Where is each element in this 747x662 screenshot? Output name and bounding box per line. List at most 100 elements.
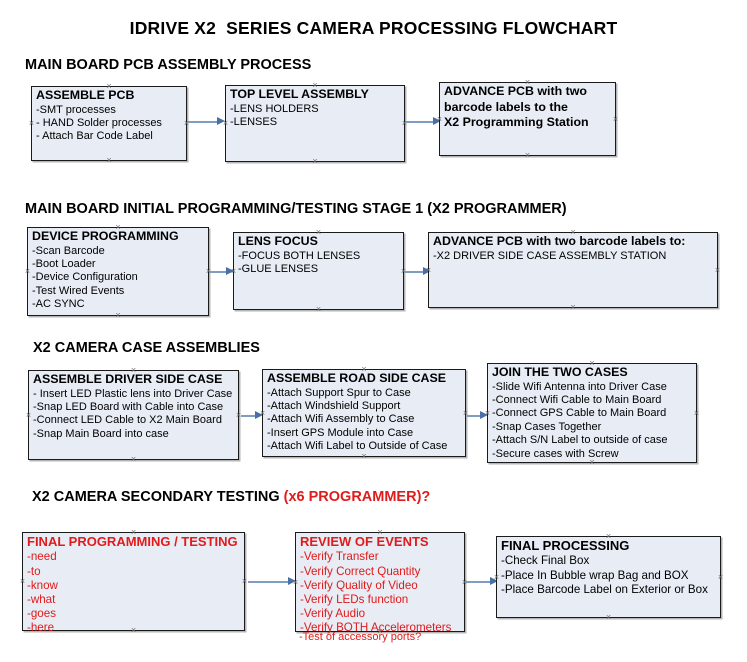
box-title: TOP LEVEL ASSEMBLY: [230, 87, 369, 101]
connector-shaft: [210, 270, 227, 273]
process-box-assemble-driver-side-case[interactable]: ASSEMBLE DRIVER SIDE CASE - Insert LED P…: [28, 370, 239, 460]
box-line: -FOCUS BOTH LENSES: [238, 249, 361, 262]
connector-arrowhead: [217, 117, 225, 125]
connector-arrowhead: [255, 411, 263, 419]
box-line: -LENSES: [230, 116, 278, 129]
box-title: ASSEMBLE PCB: [36, 88, 135, 102]
box-content: LENS FOCUS -FOCUS BOTH LENSES -GLUE LENS…: [238, 234, 401, 276]
connection-handle-left: [24, 268, 31, 275]
process-box-advance-pcb-programming-station[interactable]: ADVANCE PCB with two barcode labels to t…: [439, 82, 616, 156]
box-content: ADVANCE PCB with two barcode labels to: …: [433, 234, 715, 263]
process-box-advance-pcb-driver-side-case[interactable]: ADVANCE PCB with two barcode labels to: …: [428, 232, 718, 308]
box-line: -Secure cases with Screw: [492, 447, 619, 460]
box-title: JOIN THE TWO CASES: [492, 365, 628, 379]
process-box-lens-focus[interactable]: LENS FOCUS -FOCUS BOTH LENSES -GLUE LENS…: [233, 232, 404, 310]
connector-arrowhead: [288, 577, 296, 585]
box-title: FINAL PROGRAMMING / TESTING: [27, 534, 238, 549]
connector-arrowhead: [480, 411, 488, 419]
box-line: -Connect LED Cable to X2 Main Board: [33, 414, 222, 427]
connection-handle-bottom: [130, 456, 137, 463]
box-line: -Attach Support Spur to Case: [267, 386, 411, 399]
process-box-join-the-two-cases[interactable]: JOIN THE TWO CASES -Slide Wifi Antenna i…: [487, 363, 697, 463]
box-line: - HAND Solder processes: [36, 117, 162, 130]
connection-handle-bottom: [361, 453, 368, 460]
box-title: DEVICE PROGRAMMING: [32, 229, 179, 243]
box-content: JOIN THE TWO CASES -Slide Wifi Antenna i…: [492, 365, 694, 461]
connection-handle-bottom: [315, 306, 322, 313]
box-line: - Attach Bar Code Label: [36, 130, 153, 143]
connection-handle-bottom: [106, 157, 113, 164]
connector-arrow: [210, 267, 234, 276]
box-line: -Verify Transfer: [300, 550, 379, 564]
box-content: ASSEMBLE PCB -SMT processes - HAND Solde…: [36, 88, 184, 144]
box-title: ADVANCE PCB with two barcode labels to:: [433, 234, 686, 248]
box-line: -Place Barcode Label on Exterior or Box: [501, 582, 708, 596]
box-title: REVIEW OF EVENTS: [300, 534, 429, 549]
process-box-final-programming-testing[interactable]: FINAL PROGRAMMING / TESTING -need -to -k…: [19, 532, 248, 634]
box-line: -here: [27, 621, 55, 635]
box-line: -goes: [27, 606, 57, 620]
box-line: -Check Final Box: [501, 554, 590, 568]
connector-arrow: [467, 411, 488, 420]
box-line: -Connect Wifi Cable to Main Board: [492, 394, 662, 407]
page-title: IDRIVE X2 SERIES CAMERA PROCESSING FLOWC…: [129, 18, 618, 38]
box-line: -need: [27, 550, 57, 564]
connection-handle-left: [19, 578, 26, 585]
box-line: -GLUE LENSES: [238, 263, 319, 276]
connector-arrow: [241, 411, 263, 420]
box-line: -Verify Quality of Video: [300, 578, 418, 592]
box-line: -Scan Barcode: [32, 244, 105, 257]
connection-handle-bottom: [524, 152, 531, 159]
box-line: - Insert LED Plastic lens into Driver Ca…: [33, 387, 233, 400]
process-box-assemble-pcb[interactable]: ASSEMBLE PCB -SMT processes - HAND Solde…: [31, 86, 187, 161]
box-line: -Test Wired Events: [32, 284, 125, 297]
box-line: -Insert GPS Module into Case: [267, 426, 414, 439]
connector-shaft: [406, 120, 434, 123]
box-line: -Slide Wifi Antenna into Driver Case: [492, 380, 667, 393]
box-line: -Place In Bubble wrap Bag and BOX: [501, 568, 689, 582]
box-content: ASSEMBLE DRIVER SIDE CASE - Insert LED P…: [33, 372, 236, 441]
connection-handle-left: [28, 120, 35, 127]
connection-handle-right: [241, 578, 248, 585]
process-box-top-level-assembly[interactable]: TOP LEVEL ASSEMBLY -LENS HOLDERS -LENSES: [225, 85, 405, 162]
connection-handle-bottom: [115, 312, 122, 319]
connection-handle-bottom: [605, 614, 612, 621]
section-heading-4-text: X2 CAMERA SECONDARY TESTING: [32, 489, 284, 505]
process-box-review-of-events[interactable]: REVIEW OF EVENTS -Verify Transfer -Verif…: [295, 532, 465, 635]
box-line: -Device Configuration: [32, 271, 138, 284]
connector-shaft: [466, 580, 491, 583]
box-line: barcode labels to the: [444, 99, 568, 114]
connector-shaft: [248, 580, 289, 583]
process-box-device-programming[interactable]: DEVICE PROGRAMMING -Scan Barcode -Boot L…: [27, 227, 209, 316]
connector-arrow: [466, 577, 498, 586]
box-line: -Boot Loader: [32, 258, 96, 271]
box-line: -AC SYNC: [32, 298, 85, 311]
box-line: -what: [27, 592, 56, 606]
box-content: DEVICE PROGRAMMING -Scan Barcode -Boot L…: [32, 229, 206, 312]
section-heading-4-accent: (x6 PROGRAMMER)?: [283, 489, 431, 505]
connector-shaft: [405, 270, 424, 273]
box-line: -Connect GPS Cable to Main Board: [492, 407, 667, 420]
box-title: FINAL PROCESSING: [501, 538, 630, 553]
connection-handle-bottom: [312, 158, 319, 165]
connection-handle-left: [25, 412, 32, 419]
connector-arrow: [405, 267, 431, 276]
process-box-final-processing[interactable]: FINAL PROCESSING -Check Final Box -Place…: [496, 536, 721, 618]
box-line: -Verify Correct Quantity: [300, 564, 421, 578]
connection-handle-bottom: [570, 304, 577, 311]
box-line: -Attach Wifi Assembly to Case: [267, 413, 415, 426]
connector-arrow: [248, 577, 296, 586]
box-line: -to: [27, 564, 41, 578]
box-line: -Attach Windshield Support: [267, 400, 401, 413]
connector-arrowhead: [226, 267, 234, 275]
section-heading-1: MAIN BOARD PCB ASSEMBLY PROCESS: [25, 57, 312, 73]
process-box-assemble-road-side-case[interactable]: ASSEMBLE ROAD SIDE CASE -Attach Support …: [262, 369, 466, 457]
box-line: -Verify BOTH Accelerometers: [300, 621, 452, 635]
box-title: ASSEMBLE ROAD SIDE CASE: [267, 371, 446, 385]
connection-handle-right: [714, 267, 721, 274]
connector-shaft: [241, 414, 256, 417]
box-content: REVIEW OF EVENTS -Verify Transfer -Verif…: [300, 534, 462, 635]
connector-arrowhead: [490, 577, 498, 585]
box-content: FINAL PROGRAMMING / TESTING -need -to -k…: [27, 534, 242, 635]
